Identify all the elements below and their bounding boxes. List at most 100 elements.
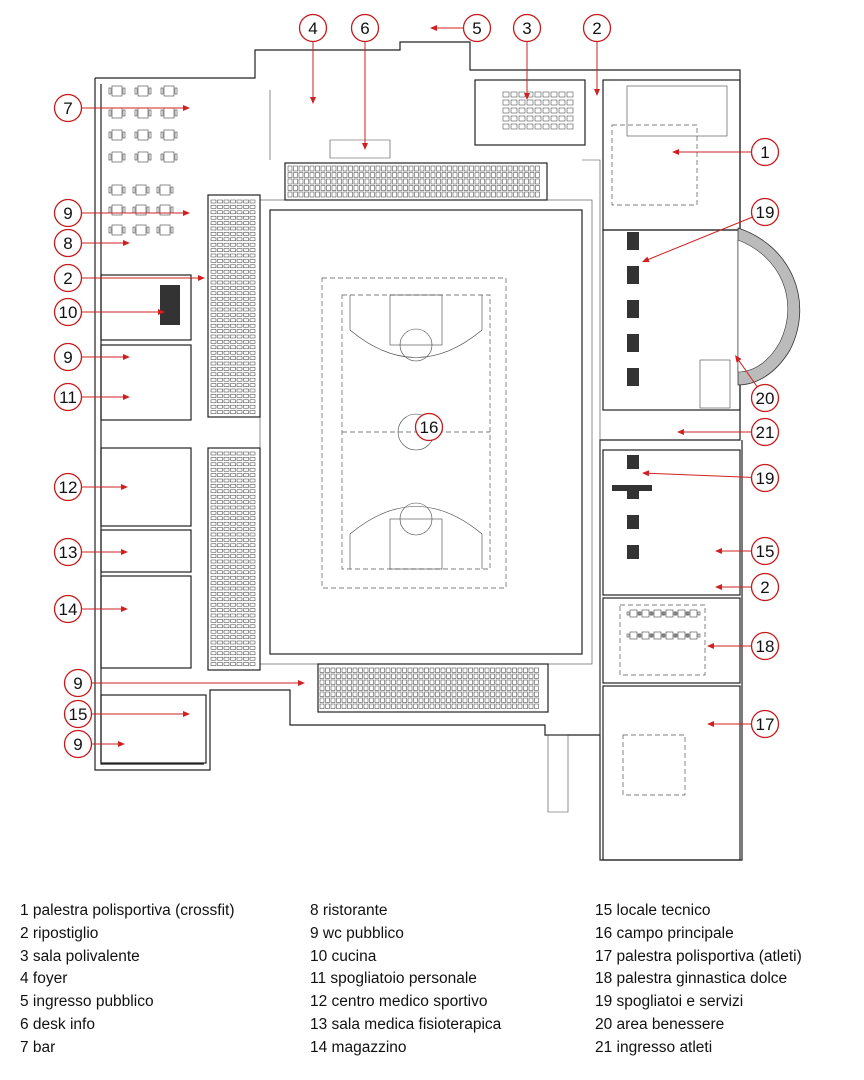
legend-item: 2 ripostiglio (20, 924, 99, 942)
leader-arrowhead (158, 309, 165, 315)
callout-circle (63, 668, 93, 698)
legend-item: 6 desk info (20, 1015, 95, 1033)
legend-item: 18 palestra ginnastica dolce (595, 970, 788, 988)
callout-5: 5 (430, 13, 492, 43)
callout-9: 9 (63, 668, 305, 698)
leader-line (738, 359, 758, 387)
leader-arrowhead (677, 429, 684, 435)
leader-arrowhead (183, 105, 190, 111)
callout-number: 21 (756, 423, 775, 442)
callout-circle (750, 417, 780, 447)
basketball-court (321, 277, 507, 589)
callout-circle (298, 13, 328, 43)
legend-item: 16 campo principale (595, 924, 734, 942)
callout-number: 6 (360, 19, 369, 38)
callout-number: 11 (59, 388, 77, 407)
leader-arrowhead (198, 275, 205, 281)
callout-11: 11 (53, 382, 130, 412)
leader-arrowhead (707, 721, 714, 727)
callout-2: 2 (715, 572, 780, 602)
callout-circle (53, 198, 83, 228)
legend-item: 20 area benessere (595, 1015, 725, 1033)
furniture (108, 85, 701, 640)
callout-6: 6 (350, 13, 380, 150)
leader-arrowhead (310, 97, 316, 104)
leader-arrowhead (298, 680, 305, 686)
callout-circle (750, 383, 780, 413)
callout-20: 20 (735, 355, 780, 413)
callout-1: 1 (672, 137, 780, 167)
leader-arrowhead (524, 93, 530, 100)
legend-column-2: 8 ristorante 9 wc pubblico 10 cucina 11 … (310, 900, 501, 1060)
legend-item: 12 centro medico sportivo (310, 993, 488, 1011)
callout-circle (582, 13, 612, 43)
callout-circle (53, 93, 83, 123)
callout-number: 9 (73, 735, 82, 754)
callout-9: 9 (63, 729, 125, 759)
leader-arrowhead (715, 548, 722, 554)
callout-17: 17 (707, 709, 780, 739)
callout-9: 9 (53, 342, 130, 372)
callout-circle (350, 13, 380, 43)
legend-item: 5 ingresso pubblico (20, 993, 154, 1011)
callout-circle (53, 472, 83, 502)
legend-item: 8 ristorante (310, 902, 388, 919)
leader-arrowhead (715, 584, 722, 590)
callout-15: 15 (715, 536, 780, 566)
callout-circle (750, 463, 780, 493)
leader-arrowhead (183, 711, 190, 717)
callout-number: 18 (756, 637, 775, 656)
callout-circle (53, 594, 83, 624)
callout-number: 2 (63, 269, 72, 288)
callout-number: 15 (756, 542, 775, 561)
leader-arrowhead (123, 354, 130, 360)
callout-9: 9 (53, 198, 190, 228)
leader-arrowhead (362, 143, 368, 150)
callout-number: 19 (756, 469, 775, 488)
callout-circle (512, 13, 542, 43)
callout-circle (63, 699, 93, 729)
callout-circle (53, 537, 83, 567)
callout-number: 3 (522, 19, 531, 38)
leader-arrowhead (594, 89, 600, 96)
callout-number: 9 (73, 674, 82, 693)
legend: 1 palestra polisportiva (crossfit) 2 rip… (0, 900, 864, 1070)
callout-number: 8 (63, 234, 72, 253)
callout-19: 19 (642, 463, 780, 493)
callout-19: 19 (642, 197, 780, 263)
legend-item: 1 palestra polisportiva (crossfit) (20, 902, 235, 919)
leader-arrowhead (121, 606, 128, 612)
callout-12: 12 (53, 472, 128, 502)
callout-number: 20 (756, 389, 775, 408)
callout-number: 9 (63, 204, 72, 223)
callout-18: 18 (707, 631, 780, 661)
callout-number: 13 (59, 543, 78, 562)
callout-2: 2 (582, 13, 612, 96)
callout-circle (750, 197, 780, 227)
callout-4: 4 (298, 13, 328, 104)
building-walls (94, 41, 801, 861)
callout-number: 16 (420, 418, 439, 437)
callout-number: 2 (592, 19, 601, 38)
callout-number: 2 (760, 578, 769, 597)
legend-item: 7 bar (20, 1038, 56, 1056)
callout-circle (750, 137, 780, 167)
callout-number: 4 (308, 19, 317, 38)
leader-arrowhead (642, 256, 650, 263)
callout-number: 7 (63, 99, 72, 118)
legend-item: 14 magazzino (310, 1038, 407, 1056)
leader-line (647, 472, 752, 478)
callout-circle (414, 412, 444, 442)
leader-arrowhead (430, 25, 437, 31)
callout-number: 12 (59, 478, 78, 497)
legend-column-1: 1 palestra polisportiva (crossfit) 2 rip… (20, 900, 235, 1060)
leader-arrowhead (642, 470, 650, 477)
callout-number: 17 (756, 715, 775, 734)
callout-circle (750, 709, 780, 739)
callout-21: 21 (677, 417, 780, 447)
callout-circle (53, 228, 83, 258)
callout-number: 15 (69, 705, 88, 724)
legend-item: 10 cucina (310, 947, 377, 965)
